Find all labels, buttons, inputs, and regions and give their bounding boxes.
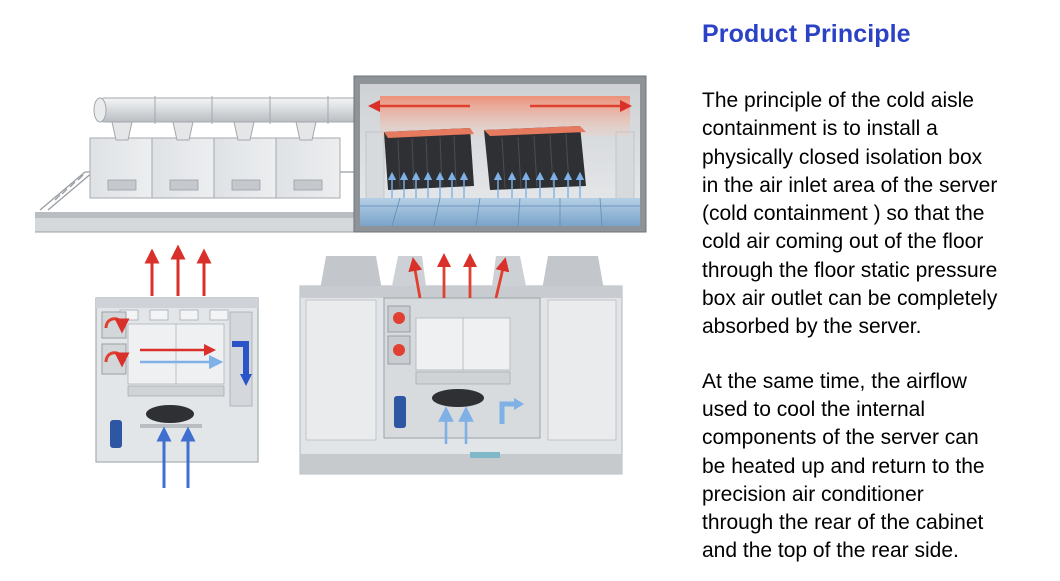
air-conditioner-unit-section bbox=[95, 244, 259, 488]
section-title: Product Principle bbox=[702, 20, 911, 48]
data-center-overview-render bbox=[35, 75, 647, 233]
rooftop-unit-section bbox=[299, 253, 623, 475]
illustration-panel bbox=[35, 75, 647, 488]
principle-paragraph: The principle of the cold aisle containm… bbox=[702, 89, 998, 339]
text-column: Product Principle The principle of the c… bbox=[702, 20, 1052, 566]
airflow-paragraph: At the same time, the airflow used to co… bbox=[702, 369, 985, 563]
